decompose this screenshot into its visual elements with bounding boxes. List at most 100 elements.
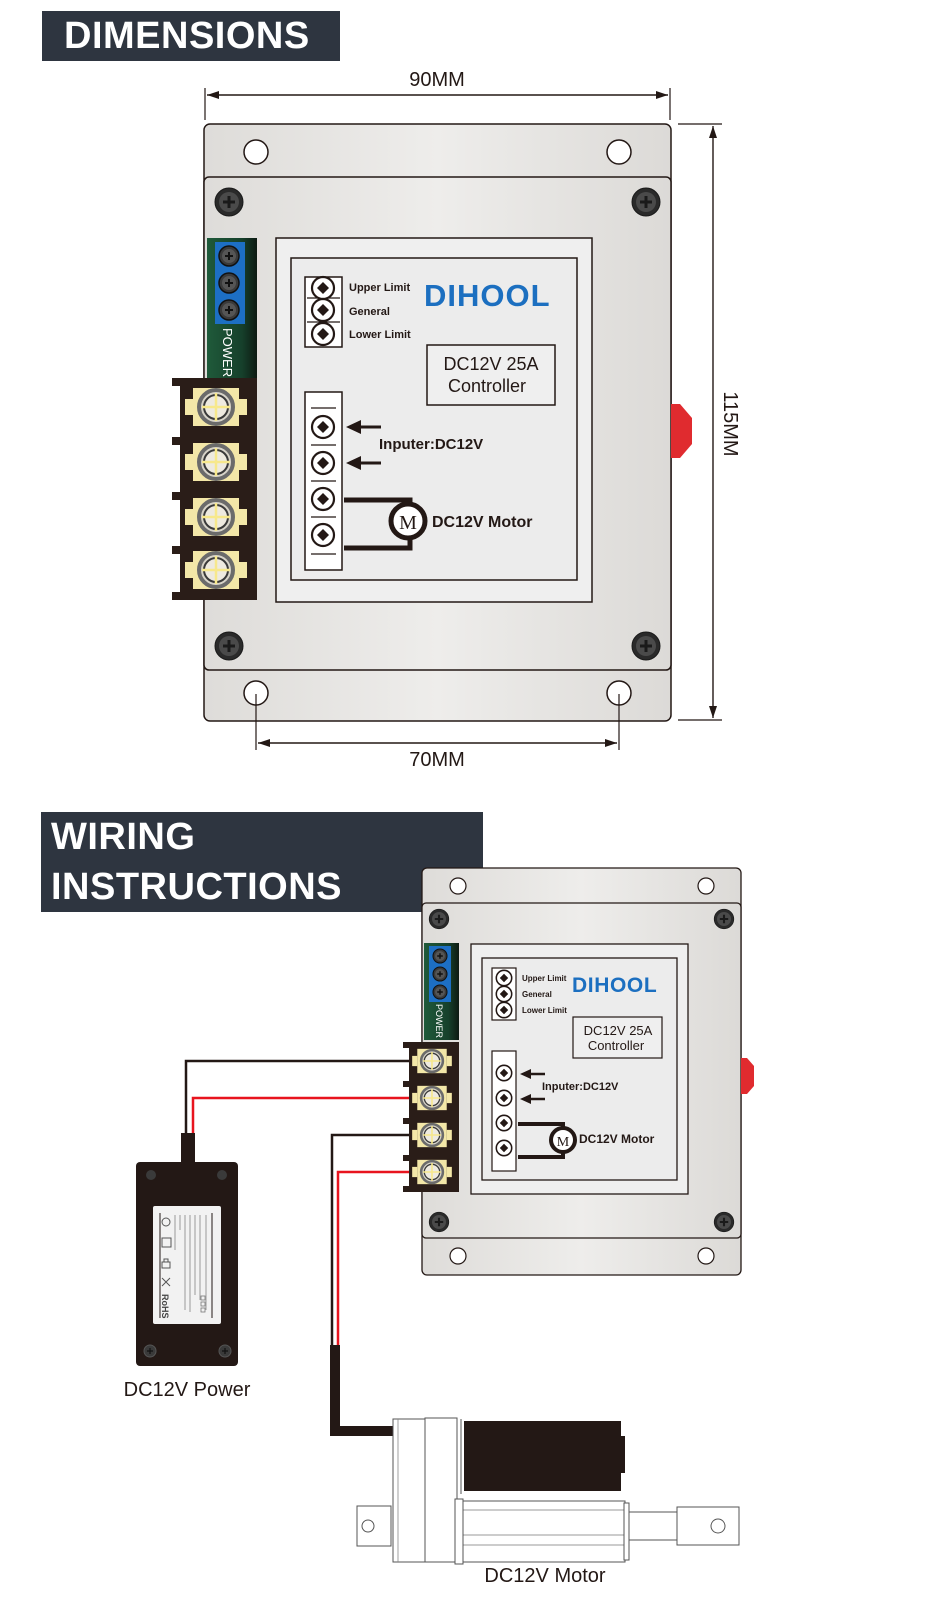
adapter-spec-label [153,1206,221,1324]
mounting-hole [606,139,632,165]
terminal-screw-icon [183,386,249,428]
terminal-icon [495,1139,513,1157]
motor-label: DC12V Motor [432,514,532,531]
input-label: Inputer:DC12V [379,436,483,453]
screw-icon [713,908,735,930]
screw-icon [218,245,240,267]
screw-icon [213,186,245,218]
terminal-icon [310,297,336,323]
mounting-hole [449,877,467,895]
wiring-main-terminal-block [403,1042,459,1192]
wiring-harness [184,1059,410,1345]
input-arrow-icon [346,456,381,470]
terminal-icon [310,275,336,301]
input-arrow-icon [346,420,381,434]
screw-icon [432,984,448,1000]
indoor-use-icon [161,1258,171,1269]
linear-actuator [330,1345,740,1565]
limit-label-general: General [349,306,390,318]
screw-icon [218,1344,232,1358]
terminal-screw-icon [183,496,249,538]
terminal-icon [495,1001,513,1019]
terminal-icon [310,486,336,512]
main-terminal-block [172,378,257,600]
power-terminal-block: POWER [207,238,257,378]
motor-symbol-icon: M [344,497,428,551]
mounting-hole [697,877,715,895]
terminal-icon [495,969,513,987]
input-arrow-icon [520,1094,545,1104]
mounting-hole [243,139,269,165]
motor-symbol-letter: M [399,512,417,534]
adapter-cable-boot [181,1133,195,1163]
limit-label-upper: Upper Limit [522,974,567,983]
screw-icon [630,186,662,218]
terminal-icon [495,1114,513,1132]
power-adapter: RoHS [136,1133,238,1366]
double-insulation-icon [161,1237,172,1248]
dimensions-section-title: DIMENSIONS [42,11,340,61]
power-label: POWER [220,328,235,377]
wire-red-power [191,1096,410,1135]
limit-label-lower: Lower Limit [349,329,411,341]
hole-spacing-label: 70MM [409,749,465,771]
screw-icon [713,1211,735,1233]
wire-black-power [184,1059,410,1135]
terminal-icon [310,450,336,476]
motor-symbol-icon: M [518,1122,577,1159]
model-line-2: Controller [588,1038,645,1053]
terminal-icon [495,1089,513,1107]
screw-icon [630,630,662,662]
screw-icon [428,1211,450,1233]
terminal-icon [310,414,336,440]
screw-icon [432,966,448,982]
rohs-mark: RoHS [160,1294,170,1319]
screw-icon [432,948,448,964]
screw-icon [218,299,240,321]
screw-icon [143,1344,157,1358]
motor-symbol-letter: M [557,1135,570,1150]
terminal-screw-icon [183,441,249,483]
weee-bin-icon [161,1277,171,1287]
wiring-section-title: WIRING INSTRUCTIONS [41,812,483,912]
screw-icon [428,908,450,930]
certification-icon [161,1217,171,1227]
terminal-screw-icon [183,549,249,591]
wiring-controller-label-panel: Upper Limit General Lower Limit DIHOOL D… [470,943,689,1195]
terminal-screw-icon [410,1158,454,1186]
power-caption: DC12V Power [124,1379,251,1401]
limit-label-lower: Lower Limit [522,1006,567,1015]
limit-label-upper: Upper Limit [349,282,410,294]
terminal-icon [495,1064,513,1082]
terminal-icon [495,985,513,1003]
mounting-hole [449,1247,467,1265]
motor-caption: DC12V Motor [484,1565,605,1587]
mounting-hole [697,1247,715,1265]
motor-body [464,1421,621,1491]
controller-label-panel: Upper Limit General Lower Limit DIHOOL D… [275,237,593,603]
input-label: Inputer:DC12V [542,1081,619,1093]
screw-icon [218,272,240,294]
dimension-hole-spacing-indicator: 70MM [255,694,620,771]
terminal-screw-icon [410,1121,454,1149]
wiring-power-terminal-block: POWER [424,943,459,1040]
release-tab [671,404,692,458]
wire-black-motor [330,1133,410,1345]
brand-logo: DIHOOL [424,278,551,313]
terminal-icon [310,321,336,347]
model-line-1: DC12V 25A [584,1023,653,1038]
power-label: POWER [434,1004,444,1039]
terminal-icon [310,522,336,548]
input-arrow-icon [520,1069,545,1079]
terminal-screw-icon [410,1084,454,1112]
height-dimension-label: 115MM [719,391,741,456]
motor-label: DC12V Motor [579,1132,655,1146]
model-line-1: DC12V 25A [443,354,538,374]
dimension-width-indicator: 90MM [204,69,671,120]
release-tab [741,1058,754,1094]
dimension-height-indicator: 115MM [678,123,741,721]
adapter-spec-text-lines [174,1215,207,1312]
terminal-screw-icon [410,1047,454,1075]
model-line-2: Controller [448,376,526,396]
